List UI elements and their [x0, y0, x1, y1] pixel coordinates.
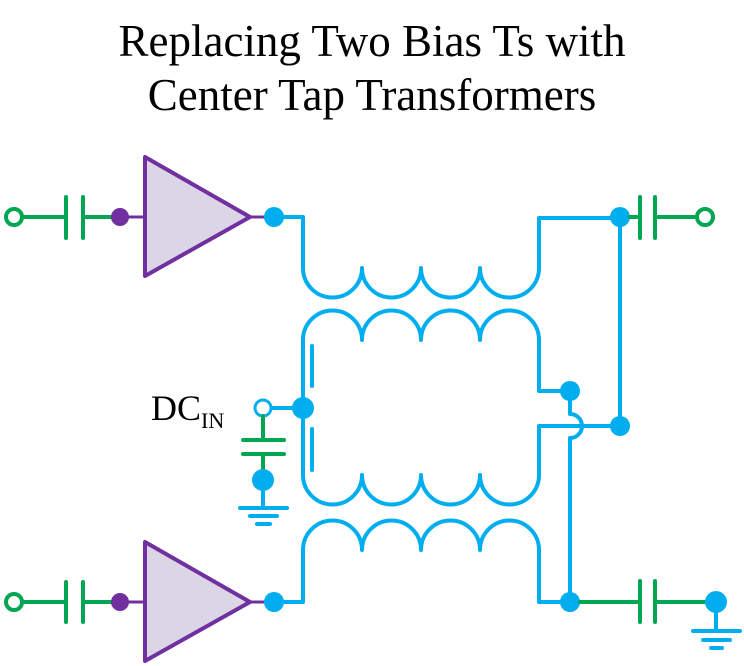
node-dot — [560, 592, 580, 612]
input-port-top[interactable] — [4, 207, 24, 227]
primary-winding-bottom — [272, 518, 572, 604]
right-wiring — [568, 216, 622, 604]
node-dot — [292, 397, 314, 419]
secondary-winding-upper — [301, 308, 572, 410]
diagram-title: Replacing Two Bias Ts with Center Tap Tr… — [0, 14, 744, 122]
node-dot — [610, 207, 630, 227]
title-line-1: Replacing Two Bias Ts with — [118, 16, 626, 66]
amplifier-top — [143, 155, 252, 278]
input-chain-top — [4, 155, 284, 278]
dc-in-port[interactable] — [253, 398, 273, 418]
node-dot — [610, 416, 630, 436]
node-dot — [560, 381, 580, 401]
center-tap-transformer-bottom — [272, 406, 622, 604]
crossover-wire — [568, 389, 584, 604]
input-cap-top — [64, 195, 85, 240]
amplifier-bottom — [143, 540, 252, 663]
output-chain-bottom — [578, 579, 742, 650]
primary-winding-top — [272, 215, 622, 300]
input-cap-bottom — [64, 580, 85, 624]
center-tap-transformer-top — [272, 215, 622, 472]
output-port-top[interactable] — [695, 207, 715, 227]
input-port-bottom[interactable] — [4, 592, 24, 612]
output-cap-bottom — [638, 579, 657, 624]
dc-in-label-sub: IN — [201, 408, 225, 433]
output-cap-top — [638, 195, 657, 240]
input-chain-bottom — [4, 540, 284, 663]
dc-in-label: DCIN — [151, 387, 224, 434]
output-bottom-ground-icon — [691, 600, 742, 650]
dc-input — [238, 397, 314, 526]
dc-bypass-ground-icon — [238, 478, 289, 526]
output-chain-top — [628, 195, 715, 240]
dc-in-label-main: DC — [151, 388, 202, 428]
dc-bypass-cap — [241, 438, 286, 456]
title-line-2: Center Tap Transformers — [147, 70, 597, 120]
secondary-winding-lower — [301, 406, 622, 507]
